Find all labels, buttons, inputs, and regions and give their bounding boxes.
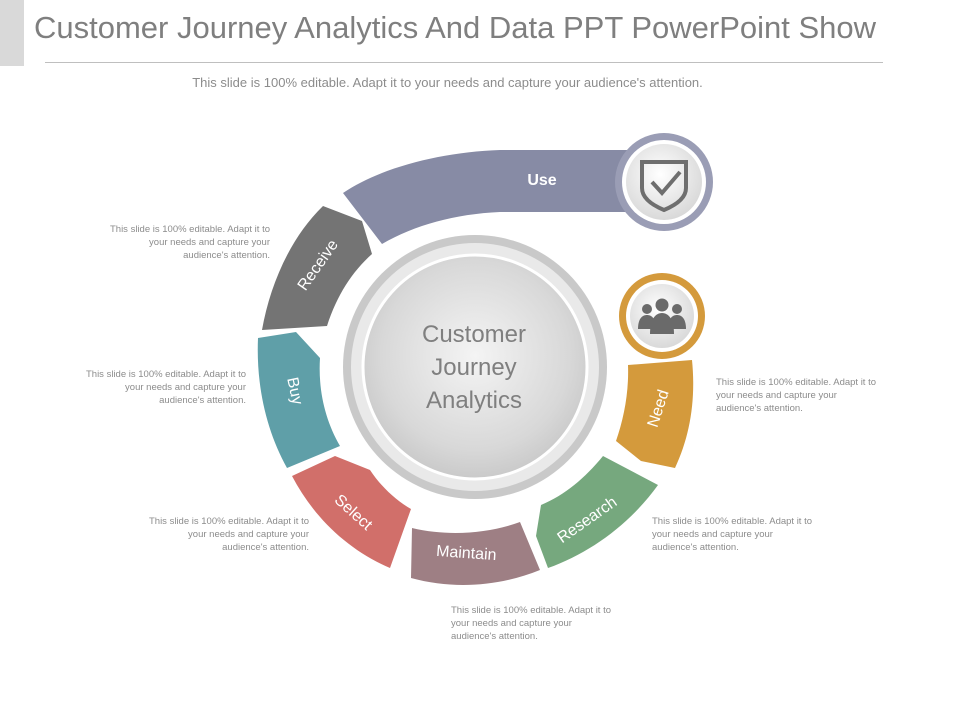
center-title-line1: Customer (422, 321, 526, 348)
center-hub: Customer Journey Analytics (343, 235, 607, 499)
segment-need[interactable] (616, 360, 694, 468)
segment-use[interactable] (343, 150, 640, 244)
segment-buy-label: Buy (283, 376, 305, 407)
segment-research[interactable] (536, 456, 658, 568)
note-maintain: This slide is 100% editable. Adapt it to… (451, 605, 612, 642)
use-icon-badge (615, 133, 713, 231)
segment-buy[interactable] (257, 332, 340, 468)
note-buy: This slide is 100% editable. Adapt it to… (85, 369, 246, 406)
segment-maintain-label: Maintain (436, 543, 498, 564)
center-title-line2: Journey (431, 354, 516, 381)
center-title-line3: Analytics (426, 387, 522, 414)
note-receive: This slide is 100% editable. Adapt it to… (109, 224, 270, 261)
title-divider (45, 62, 883, 63)
title-accent-bar (0, 0, 24, 66)
segment-maintain[interactable] (411, 522, 540, 585)
need-icon-badge (619, 273, 705, 359)
people-group-icon (638, 298, 686, 334)
segment-use-label: Use (527, 172, 556, 189)
note-need: This slide is 100% editable. Adapt it to… (716, 377, 877, 414)
slide-subtitle: This slide is 100% editable. Adapt it to… (192, 75, 703, 90)
note-select: This slide is 100% editable. Adapt it to… (148, 516, 309, 553)
shield-check-icon (640, 160, 688, 213)
note-research: This slide is 100% editable. Adapt it to… (652, 516, 813, 553)
segment-select[interactable] (292, 456, 411, 568)
slide-title: Customer Journey Analytics And Data PPT … (34, 10, 877, 45)
segment-receive[interactable] (262, 206, 372, 330)
